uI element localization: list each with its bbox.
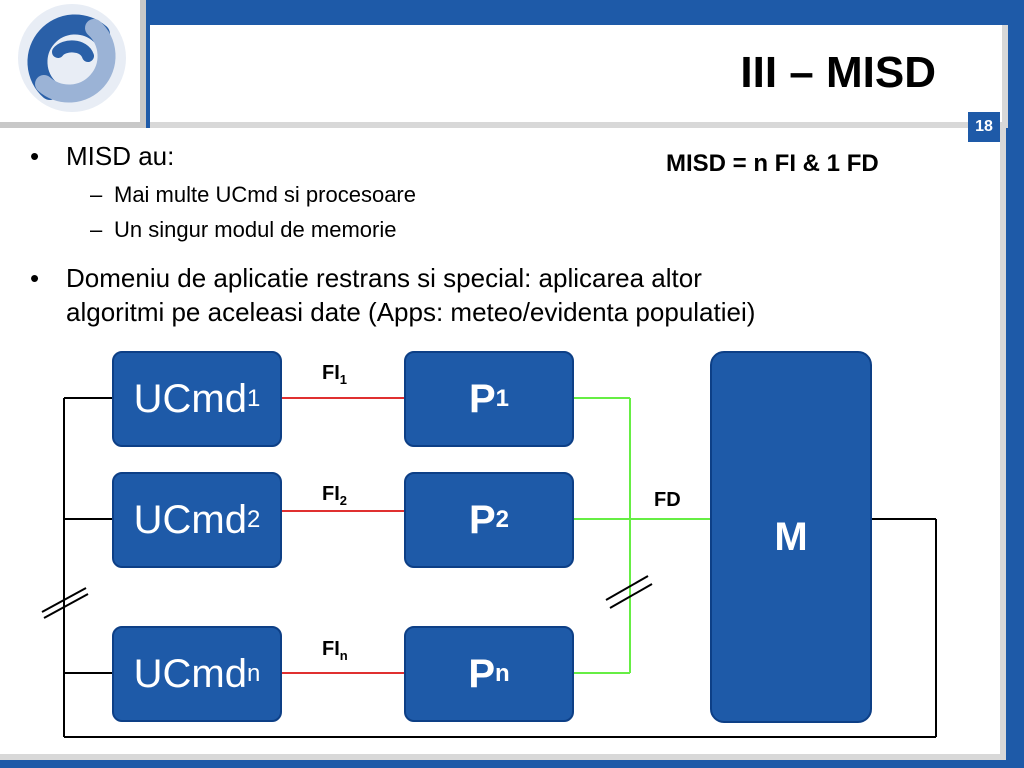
fi-wires [282, 397, 404, 674]
ucmd-1-subscript: 1 [246, 385, 261, 412]
ucmd-n-label: UCmd [133, 651, 247, 696]
control-bus [63, 397, 937, 738]
bullet-glyph: • [30, 263, 40, 293]
logo [0, 0, 146, 128]
ucmd-2-subscript: 2 [246, 506, 261, 533]
fi-2-text: FI [322, 483, 340, 505]
fi-1-text: FI [322, 362, 340, 384]
processor-n-label: P [468, 651, 495, 696]
ucmd-n-subscript: n [246, 660, 261, 687]
processor-2-subscript: 2 [495, 506, 510, 533]
ucmd-1-label: UCmd [133, 376, 247, 421]
processor-n-subscript: n [495, 660, 510, 687]
fi-2-subscript: 2 [339, 493, 348, 508]
processor-1-label: P [468, 376, 496, 421]
fi-n-text: FI [322, 638, 340, 660]
fi-1-subscript: 1 [339, 372, 348, 387]
bullet-2-line-2: algoritmi pe aceleasi date (Apps: meteo/… [66, 297, 756, 327]
bullet-1: • MISD au: [30, 141, 174, 172]
bullet-2: • Domeniu de aplicatie restrans si specia… [30, 261, 980, 329]
title-band [150, 25, 1008, 128]
memory-label: M [774, 514, 808, 559]
ucmd-2-label: UCmd [133, 497, 247, 542]
bullet-1-text: MISD au: [66, 141, 175, 171]
fi-n-subscript: n [339, 648, 348, 663]
sub-bullet-2: –Un singur modul de memorie [90, 217, 396, 243]
page-title: III – MISD [740, 48, 936, 97]
memory-box: M [710, 351, 872, 723]
fi-n-label: FIn [322, 638, 348, 663]
break-mark-left [41, 587, 89, 619]
bullet-2-line-1: Domeniu de aplicatie restrans si special… [66, 263, 702, 293]
misd-formula: MISD = n FI & 1 FD [666, 150, 879, 177]
sub-bullet-1-text: Mai multe UCmd si procesoare [114, 182, 416, 207]
dash-glyph: – [90, 217, 103, 242]
fd-wires [574, 397, 710, 674]
processor-2-label: P [468, 497, 496, 542]
break-mark-right [605, 575, 653, 609]
logo-icon [18, 4, 126, 112]
dash-glyph: – [90, 182, 103, 207]
page-number-badge: 18 [968, 112, 1000, 142]
bullet-glyph: • [30, 141, 40, 171]
sub-bullet-2-text: Un singur modul de memorie [114, 217, 397, 242]
processor-1-subscript: 1 [495, 385, 510, 412]
sub-bullet-1: –Mai multe UCmd si procesoare [90, 182, 416, 208]
fi-2-label: FI2 [322, 483, 347, 508]
fi-1-label: FI1 [322, 362, 347, 387]
fd-label: FD [654, 489, 681, 511]
